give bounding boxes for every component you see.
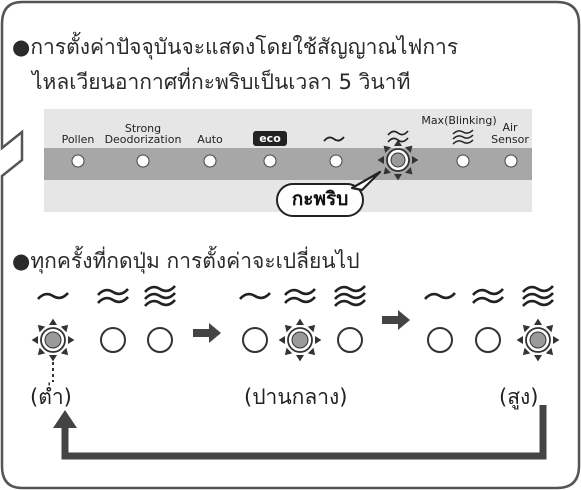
- indicator-lamp: [147, 327, 173, 353]
- control-panel-strip: [44, 148, 532, 180]
- label-air: Air: [502, 121, 518, 134]
- indicator-lamp: [427, 327, 453, 353]
- arrow-right-icon: [193, 323, 221, 343]
- label-pollen: Pollen: [61, 133, 95, 146]
- fan-low-icon: [239, 292, 271, 300]
- eco-badge-icon: eco: [253, 131, 287, 146]
- fan-high-icon: [144, 285, 176, 307]
- label-strong: Strong: [124, 122, 162, 135]
- fan-low-icon: [323, 136, 345, 142]
- instruction-line-2: ไหลเวียนอากาศที่กะพริบเป็นเวลา 5 วินาที: [32, 70, 411, 94]
- indicator-lamp: [71, 154, 85, 168]
- indicator-lamp: [242, 327, 268, 353]
- label-sensor: Sensor: [491, 133, 529, 146]
- indicator-lamp: [263, 154, 277, 168]
- blinking-lamp-icon: [377, 139, 419, 181]
- flash-callout: กะพริบ: [276, 183, 364, 217]
- fan-high-icon: [452, 129, 474, 145]
- blinking-lamp-icon: [516, 318, 560, 362]
- indicator-lamp: [136, 154, 150, 168]
- blinking-lamp-icon: [31, 318, 75, 362]
- indicator-lamp: [203, 154, 217, 168]
- indicator-lamp: [475, 327, 501, 353]
- indicator-lamp: [329, 154, 343, 168]
- flash-callout-pointer: [350, 170, 382, 192]
- fan-high-icon: [522, 285, 554, 307]
- indicator-lamp: [504, 154, 518, 168]
- label-deodorization: Deodorization: [104, 133, 182, 146]
- fan-low-icon: [37, 292, 69, 300]
- fan-low-icon: [424, 292, 456, 300]
- label-max-blinking: Max(Blinking): [421, 114, 497, 127]
- arrow-right-icon: [382, 310, 410, 330]
- indicator-lamp: [337, 327, 363, 353]
- fan-mid-icon: [97, 288, 129, 304]
- instruction-line-1: ●การตั้งค่าปัจจุบันจะแสดงโดยใช้สัญญาณไฟก…: [12, 35, 459, 59]
- level-high-label: (สูง): [499, 385, 539, 409]
- eco-label: eco: [259, 132, 281, 145]
- fan-high-icon: [334, 285, 366, 307]
- connector-line: [52, 362, 54, 382]
- fan-mid-icon: [284, 288, 316, 304]
- instruction-line-3: ●ทุกครั้งที่กดปุ่ม การตั้งค่าจะเปลี่ยนไป: [12, 249, 360, 273]
- blinking-lamp-icon: [278, 318, 322, 362]
- level-medium-label: (ปานกลาง): [244, 385, 348, 409]
- return-arrow-icon: [53, 405, 547, 460]
- fan-mid-icon: [472, 288, 504, 304]
- flash-label: กะพริบ: [291, 188, 349, 210]
- level-low-label: (ต่ำ): [30, 385, 72, 409]
- label-auto: Auto: [197, 133, 223, 146]
- indicator-lamp: [100, 327, 126, 353]
- indicator-lamp: [456, 154, 470, 168]
